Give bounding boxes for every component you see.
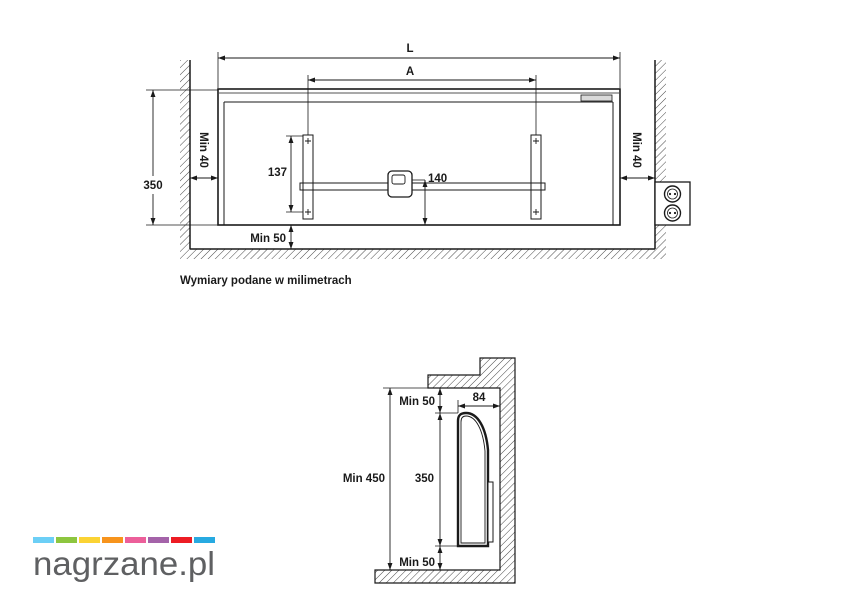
power-outlet-icon bbox=[654, 181, 691, 226]
thermostat-unit bbox=[387, 170, 413, 198]
logo-color-bar bbox=[125, 537, 146, 543]
logo-color-bars bbox=[33, 537, 215, 543]
bracket-spacing-label: A bbox=[406, 66, 414, 78]
logo-color-bar bbox=[56, 537, 77, 543]
dimension-left-clearance: Min 40 bbox=[190, 132, 218, 181]
dimension-depth: 84 bbox=[457, 392, 500, 413]
mounting-bracket-right bbox=[530, 134, 542, 220]
bracket-plate bbox=[530, 134, 542, 220]
dimension-top-clearance: Min 50 bbox=[399, 388, 458, 414]
units-note: Wymiary podane w milimetrach bbox=[180, 275, 352, 287]
floor-hatch bbox=[180, 249, 666, 259]
brand-logo: nagrzane.pl bbox=[33, 537, 215, 582]
bracket-plate bbox=[302, 134, 314, 220]
bracket-height-label: 137 bbox=[268, 167, 287, 179]
wall-and-floor-section bbox=[374, 357, 516, 584]
socket-pin-hole bbox=[668, 211, 672, 215]
total-height-label: Min 450 bbox=[343, 473, 385, 485]
socket-ring bbox=[663, 204, 682, 222]
floor-clearance-label: Min 50 bbox=[250, 233, 286, 245]
dimension-bracket-spacing: A bbox=[307, 66, 537, 135]
right-clearance-label: Min 40 bbox=[630, 132, 642, 168]
heater-body bbox=[217, 88, 621, 226]
heater-side-outline bbox=[456, 411, 490, 548]
dimension-bracket-height: 137 bbox=[268, 135, 303, 213]
screw-hole-mark bbox=[305, 138, 311, 144]
screw-hole-mark bbox=[533, 138, 539, 144]
logo-color-bar bbox=[171, 537, 192, 543]
dimension-floor-clearance: Min 50 bbox=[250, 225, 294, 249]
heater-side-inner-outline bbox=[460, 415, 486, 544]
logo-color-bar bbox=[102, 537, 123, 543]
mounting-bracket-left bbox=[302, 134, 314, 220]
wall-bracket bbox=[487, 481, 494, 543]
dimension-width: L bbox=[217, 43, 621, 88]
side-floor-clearance-label: Min 50 bbox=[399, 557, 435, 569]
logo-color-bar bbox=[194, 537, 215, 543]
dimension-total-height: Min 450 bbox=[343, 387, 428, 570]
socket-plate bbox=[654, 181, 691, 226]
depth-label: 84 bbox=[473, 392, 486, 404]
dimension-right-clearance: Min 40 bbox=[620, 132, 655, 181]
socket-inner-ring bbox=[667, 188, 678, 200]
side-view: Min 450 Min 50 84 350 Min 50 bbox=[343, 357, 516, 584]
logo-color-bar bbox=[148, 537, 169, 543]
screw-hole-mark bbox=[533, 209, 539, 215]
right-wall-hatch bbox=[655, 60, 666, 249]
dimension-side-height: 350 bbox=[415, 413, 458, 547]
dimension-side-floor-clearance: Min 50 bbox=[399, 546, 443, 570]
screw-hole-mark bbox=[305, 209, 311, 215]
mounting-rail bbox=[299, 182, 546, 191]
logo-text: nagrzane.pl bbox=[33, 545, 215, 582]
dimension-control-height: 140 bbox=[412, 173, 447, 225]
logo-color-bar bbox=[79, 537, 100, 543]
socket-pin-hole bbox=[668, 192, 672, 196]
control-panel bbox=[580, 94, 613, 102]
left-clearance-label: Min 40 bbox=[197, 132, 209, 168]
top-clearance-label: Min 50 bbox=[399, 396, 435, 408]
socket-pin-hole bbox=[673, 211, 677, 215]
socket-inner-ring bbox=[667, 207, 678, 219]
side-height-label: 350 bbox=[415, 473, 434, 485]
front-view: L A 350 Min 40 Min 40 bbox=[143, 43, 691, 287]
logo-color-bar bbox=[33, 537, 54, 543]
control-height-label: 140 bbox=[428, 173, 447, 185]
thermostat-knob bbox=[391, 174, 406, 185]
heater-side-profile bbox=[456, 411, 494, 548]
dimension-height: 350 bbox=[143, 89, 218, 226]
height-label: 350 bbox=[143, 180, 162, 192]
socket-pin-hole bbox=[673, 192, 677, 196]
width-label: L bbox=[406, 43, 413, 55]
heater-front bbox=[217, 88, 621, 226]
left-wall-hatch bbox=[180, 60, 190, 249]
socket-ring bbox=[663, 185, 682, 203]
